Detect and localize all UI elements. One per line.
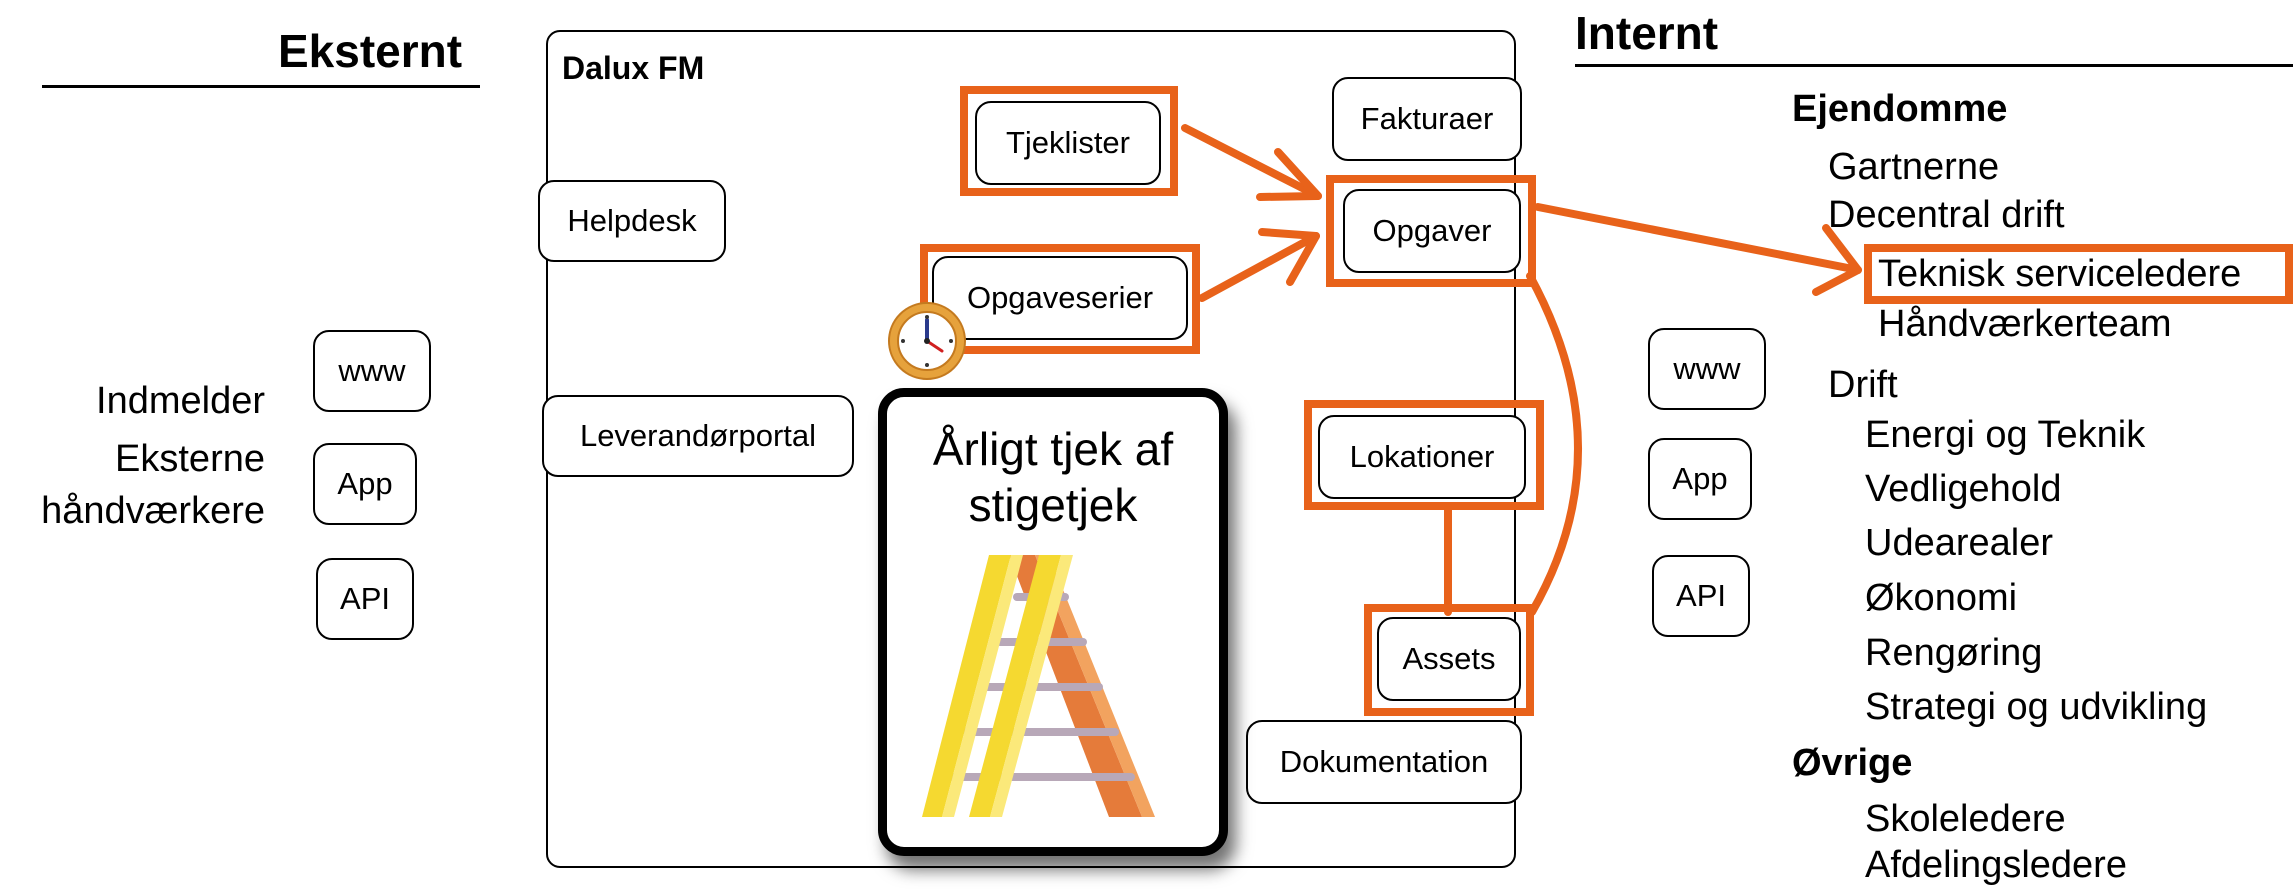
internal-www-channel: www	[1648, 328, 1766, 410]
ladder-icon	[922, 555, 1155, 817]
external-www-channel: www	[313, 330, 431, 412]
ovrige-item-afdelingsledere: Afdelingsledere	[1865, 844, 2127, 886]
internal-heading: Internt	[1575, 7, 1719, 59]
external-heading-rule	[42, 85, 480, 88]
leverandorportal-box: Leverandørportal	[542, 395, 854, 477]
helpdesk-box: Helpdesk	[538, 180, 726, 262]
ladder-check-card: Årligt tjek af stigetjek	[878, 388, 1228, 856]
ladder-check-title: Årligt tjek af stigetjek	[932, 423, 1174, 531]
drift-item-okonomi: Økonomi	[1865, 577, 2018, 619]
group-ejendomme: Ejendomme	[1792, 88, 2008, 130]
drift-item-udearealer: Udearealer	[1865, 522, 2053, 564]
external-heading: Eksternt	[278, 25, 463, 77]
opgaver-highlight	[1326, 175, 1536, 287]
assets-box: Assets	[1377, 617, 1521, 701]
group-ovrige: Øvrige	[1792, 742, 1913, 784]
drift-item-rengoring: Rengøring	[1865, 632, 2043, 674]
drift-item-energi: Energi og Teknik	[1865, 414, 2146, 456]
opgaveserier-highlight	[920, 244, 1200, 354]
label-haandvaerkere: håndværkere	[41, 490, 265, 532]
item-haandvaerkerteam: Håndværkerteam	[1878, 303, 2172, 345]
assets-highlight	[1364, 604, 1534, 716]
internal-heading-rule	[1575, 64, 2293, 67]
label-indmelder: Indmelder	[96, 380, 265, 422]
opgaveserier-box: Opgaveserier	[932, 256, 1188, 340]
teknisk-serviceledere-highlight	[1864, 244, 2293, 304]
internal-api-channel: API	[1652, 555, 1750, 637]
external-app-channel: App	[313, 443, 417, 525]
item-teknisk-serviceledere: Teknisk serviceledere	[1878, 253, 2242, 295]
external-api-channel: API	[316, 558, 414, 640]
dokumentation-box: Dokumentation	[1246, 720, 1522, 804]
fakturaer-box: Fakturaer	[1332, 77, 1522, 161]
drift-item-vedligehold: Vedligehold	[1865, 468, 2062, 510]
drift-item-strategi: Strategi og udvikling	[1865, 686, 2208, 728]
arrow-opgaver-teknisk	[1534, 203, 1862, 274]
item-gartnerne: Gartnerne	[1828, 146, 2000, 188]
ovrige-item-skoleledere: Skoleledere	[1865, 798, 2066, 840]
arrowhead-opgaver-teknisk	[1812, 224, 1862, 296]
lokationer-box: Lokationer	[1318, 415, 1526, 499]
item-decentral-drift: Decentral drift	[1828, 194, 2065, 236]
dalux-fm-title: Dalux FM	[562, 50, 705, 86]
lokationer-highlight	[1304, 400, 1544, 510]
tjeklister-highlight	[960, 86, 1178, 196]
opgaver-box: Opgaver	[1343, 189, 1521, 273]
internal-app-channel: App	[1648, 438, 1752, 520]
label-eksterne: Eksterne	[115, 438, 265, 480]
group-drift: Drift	[1828, 364, 1898, 406]
tjeklister-box: Tjeklister	[975, 101, 1161, 185]
